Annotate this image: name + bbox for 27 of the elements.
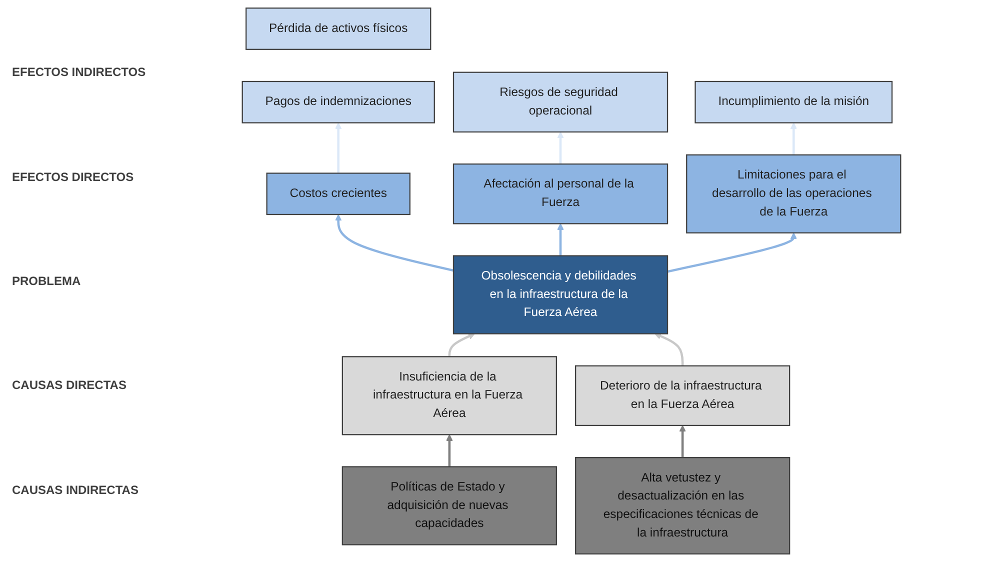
node-box: Riesgos de seguridad operacional: [452, 72, 668, 133]
arrow: [679, 425, 686, 458]
arrow: [790, 122, 797, 155]
node-box: Insuficiencia de la infraestructura en la Fuerza Aérea: [342, 356, 558, 436]
node-box: Costos crecientes: [266, 172, 410, 216]
level-label: CAUSAS DIRECTAS: [12, 378, 128, 392]
node-box: Limitaciones para el desarrollo de las operaciones de la Fuerza: [686, 154, 902, 234]
node-box: Alta vetustez y desactualización en las especificaciones técnicas de la infraestructura: [574, 457, 790, 554]
arrow: [446, 434, 453, 467]
arrow: [557, 132, 564, 164]
arrow: [335, 122, 342, 174]
node-box: Incumplimiento de la misión: [694, 80, 893, 124]
node-box: Pérdida de activos físicos: [246, 8, 432, 50]
level-label: CAUSAS INDIRECTAS: [12, 482, 140, 497]
node-box: Obsolescencia y debilidades en la infraestructura de la Fuerza Aérea: [452, 255, 668, 334]
level-label: PROBLEMA: [12, 274, 82, 288]
node-box: Pagos de indemnizaciones: [242, 80, 435, 124]
arrow: [557, 223, 564, 256]
arrow: [448, 333, 475, 357]
node-box: Deterioro de la infraestructura en la Fuerza Aérea: [574, 365, 790, 426]
level-label: EFECTOS DIRECTOS: [12, 170, 135, 184]
arrow: [335, 214, 454, 272]
arrow: [667, 232, 797, 273]
node-box: Afectación al personal de la Fuerza: [452, 163, 668, 224]
level-label: EFECTOS INDIRECTOS: [12, 65, 147, 80]
node-box: Políticas de Estado y adquisición de nuevas capacidades: [342, 466, 558, 546]
arrow: [654, 332, 684, 366]
